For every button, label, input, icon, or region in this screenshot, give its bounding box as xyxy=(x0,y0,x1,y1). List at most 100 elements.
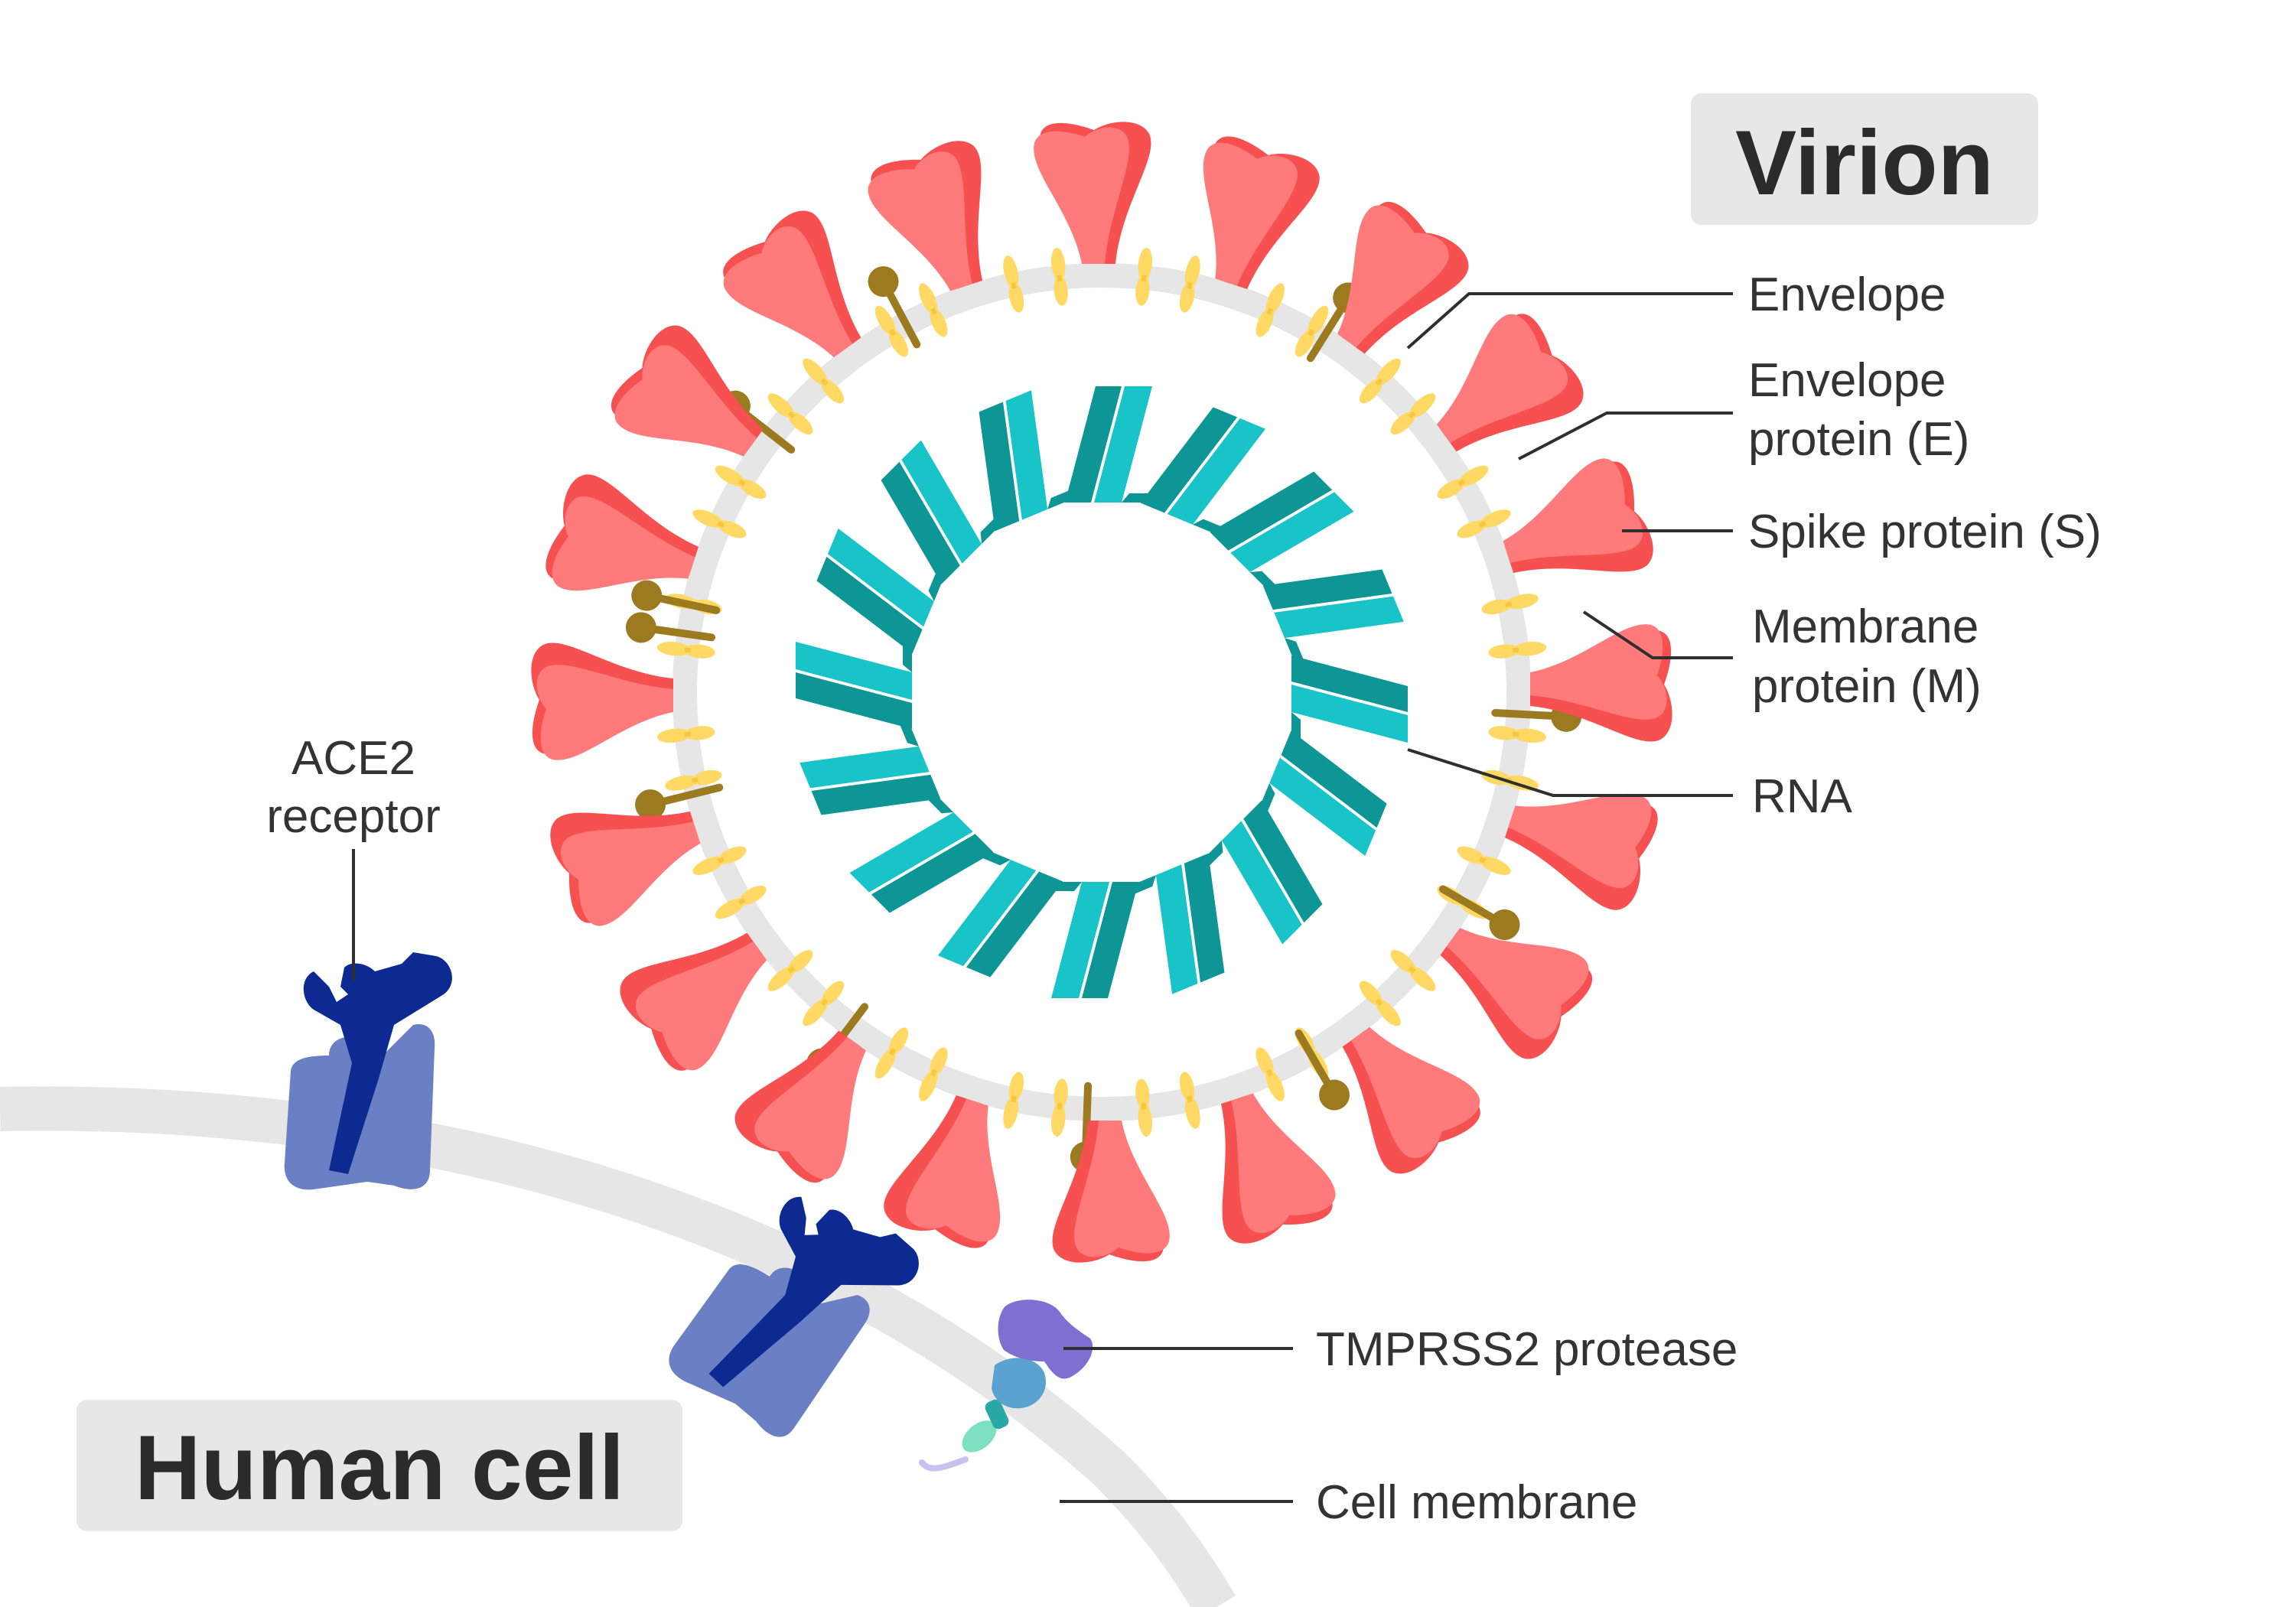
rna-turn xyxy=(1131,853,1225,994)
ace2-receptor-free xyxy=(284,952,452,1190)
envelope-protein xyxy=(1179,1072,1200,1129)
ace2-label-line1: ACE2 xyxy=(291,732,415,785)
spike-protein xyxy=(611,325,764,457)
envelope-protein xyxy=(665,769,722,791)
envelope-protein xyxy=(1488,726,1547,743)
envelope-protein xyxy=(1050,1078,1068,1137)
envelope-protein xyxy=(1360,981,1401,1026)
envelope-protein xyxy=(874,305,909,357)
spike-protein xyxy=(1530,624,1672,742)
envelope-protein xyxy=(692,846,747,875)
spike-protein xyxy=(1436,314,1584,452)
ace2-bound-binding-part xyxy=(708,1196,919,1387)
envelope-protein xyxy=(1179,255,1200,313)
ace2-binding-part xyxy=(303,952,452,1174)
envelope-protein xyxy=(919,283,948,337)
rna-leader xyxy=(1407,748,1733,797)
envelope-protein xyxy=(1488,641,1547,659)
membrane-protein xyxy=(635,783,724,821)
rna-helix xyxy=(796,386,1408,998)
envelope-protein xyxy=(803,981,844,1026)
rna-turn xyxy=(1291,655,1408,743)
spike-protein xyxy=(1337,201,1469,354)
envelope-protein-group xyxy=(656,247,1547,1137)
ace2-bound-transmembrane-part xyxy=(669,1264,870,1437)
envelope-protein xyxy=(1255,1047,1285,1101)
spike-protein-group xyxy=(531,122,1672,1263)
spike-protein xyxy=(1440,928,1593,1059)
envelope-protein xyxy=(1457,846,1511,875)
envelope-protein xyxy=(1050,247,1068,306)
envelope-label: Envelope xyxy=(1748,268,1946,321)
envelope-protein-leader xyxy=(1518,412,1733,460)
spike-protein xyxy=(1342,1026,1480,1174)
spike-protein xyxy=(1052,1121,1170,1263)
tmprss2-anchor xyxy=(962,1420,997,1452)
spike-protein xyxy=(1034,122,1151,264)
spike-protein xyxy=(884,1095,1001,1248)
envelope-protein xyxy=(767,393,813,434)
envelope-protein xyxy=(1437,465,1489,499)
envelope-protein xyxy=(1390,393,1436,434)
ace2-receptor-bound xyxy=(669,1196,919,1437)
envelope-protein xyxy=(1360,358,1401,404)
tmprss2-tail xyxy=(919,1456,969,1472)
membrane-protein xyxy=(1439,885,1520,940)
spike-protein xyxy=(550,811,701,926)
envelope-protein xyxy=(1003,255,1024,313)
envelope-protein xyxy=(715,885,767,919)
tmprss2-mid-domain xyxy=(992,1358,1047,1409)
envelope-protein xyxy=(1295,305,1329,357)
membrane-protein xyxy=(631,580,721,614)
rna-turn xyxy=(849,795,994,913)
envelope-protein xyxy=(1255,283,1285,337)
tmprss2-label: TMPRSS2 protease xyxy=(1316,1323,1737,1376)
envelope-protein xyxy=(874,1027,909,1079)
tmprss2-top-domain xyxy=(998,1300,1093,1379)
envelope-protein-label-line2: protein (E) xyxy=(1748,413,1969,466)
rna-turn xyxy=(881,440,998,584)
membrane-protein-label-line2: protein (M) xyxy=(1752,660,1982,713)
spike-protein xyxy=(1503,458,1653,574)
envelope-protein xyxy=(1003,1072,1024,1129)
membrane-protein-leader xyxy=(1582,610,1733,659)
envelope-protein xyxy=(1457,509,1511,538)
envelope-protein xyxy=(767,950,813,991)
membrane-protein xyxy=(868,266,921,349)
envelope-protein xyxy=(715,465,767,499)
membrane-protein-label-line1: Membrane xyxy=(1752,600,1978,653)
rna-turn xyxy=(1205,800,1323,945)
rna-turn xyxy=(1262,569,1404,663)
spike-protein xyxy=(546,474,699,591)
membrane-protein xyxy=(625,612,716,643)
spike-protein xyxy=(723,210,861,358)
virion-title: Virion xyxy=(1735,112,1994,214)
rna-turn xyxy=(979,390,1073,532)
envelope-protein xyxy=(1135,1078,1153,1137)
envelope-protein xyxy=(1481,594,1539,615)
rna-turn xyxy=(800,721,941,815)
rna-label: RNA xyxy=(1752,770,1853,823)
tmprss2-protease xyxy=(919,1300,1093,1472)
spike-protein xyxy=(620,932,767,1071)
cell-membrane-label: Cell membrane xyxy=(1316,1476,1637,1529)
spike-protein xyxy=(868,141,983,291)
spike-protein xyxy=(734,1030,866,1183)
envelope-protein-label-line1: Envelope xyxy=(1748,354,1946,407)
rna-turn xyxy=(1210,471,1354,589)
ace2-label-line2: receptor xyxy=(266,790,440,843)
rna-turn xyxy=(1065,386,1152,503)
virion-title-box: Virion xyxy=(1691,93,2038,225)
envelope-protein xyxy=(656,641,715,659)
envelope-protein xyxy=(803,358,844,404)
rna-turn xyxy=(796,642,912,729)
envelope-protein xyxy=(919,1047,948,1101)
envelope-leader xyxy=(1406,292,1733,350)
envelope-protein xyxy=(692,509,747,538)
human-cell-title-box: Human cell xyxy=(77,1400,682,1531)
rna-turn xyxy=(1051,882,1138,998)
membrane-protein xyxy=(1295,1030,1350,1111)
envelope-ring xyxy=(673,263,1531,1121)
human-cell-title: Human cell xyxy=(135,1417,624,1519)
